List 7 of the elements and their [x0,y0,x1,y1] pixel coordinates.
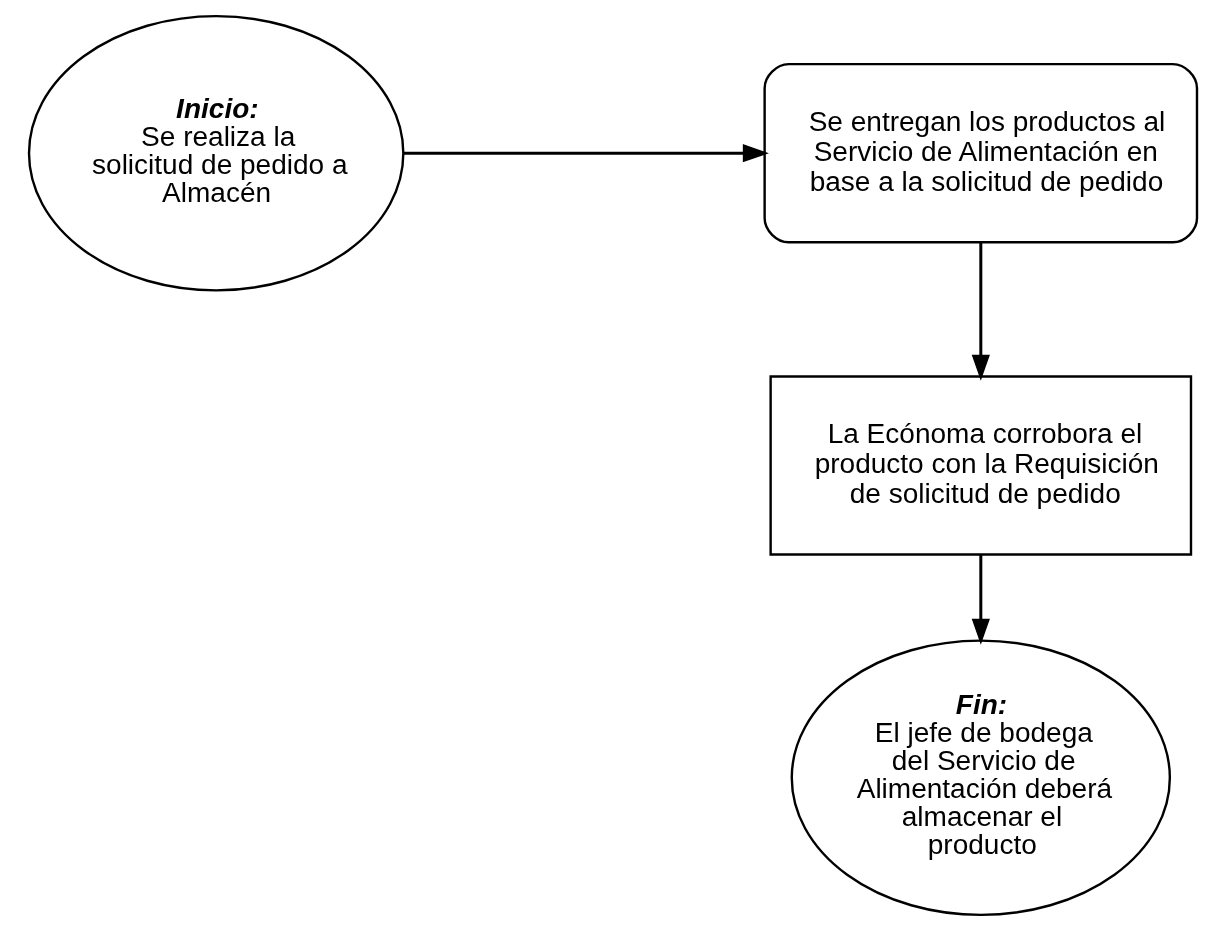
arrow [971,242,990,381]
node-ellipse: Inicio: Se realiza la solicitud de pedido a Almacén [27,14,405,292]
arrow [403,144,769,163]
node-box: La Ecónoma corrobora el producto con la Requisición de solicitud de pedido [769,375,1193,556]
node-ellipse: Fin: El jefe de bodega del Servicio de Alimentación deberá almacenar el producto [790,639,1172,917]
arrow [971,555,990,645]
node-box: Se entregan los productos al Servicio de Alimentación en base a la solicitud de pedido [763,62,1199,244]
